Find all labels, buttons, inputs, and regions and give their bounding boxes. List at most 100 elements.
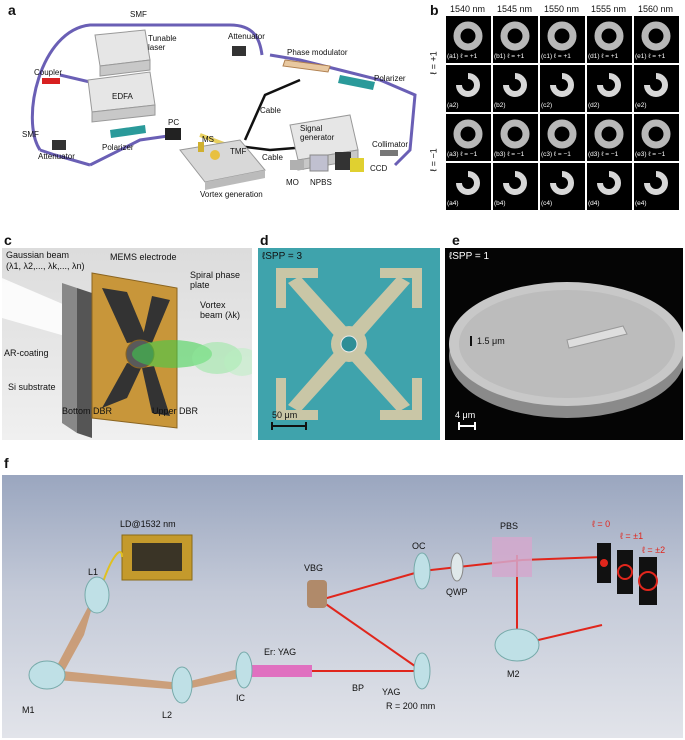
label-bottom-dbr: Bottom DBR (62, 406, 113, 416)
mode-image: (d2) (587, 65, 632, 112)
mode-image: (b3) ℓ = −1 (493, 114, 538, 161)
label-polarizer-right: Polarizer (374, 74, 406, 83)
label-smf-left: SMF (22, 130, 39, 139)
mirror-m2 (494, 628, 540, 662)
label-attenuator-top: Attenuator (228, 32, 265, 41)
mode-image-label: (a1) ℓ = +1 (447, 53, 478, 60)
label-mems-electrode: MEMS electrode (110, 252, 177, 262)
attenuator-left-icon (52, 140, 66, 150)
label-bp: BP (352, 683, 365, 693)
label-cable-top: Cable (260, 106, 281, 115)
mode-image-label: (b4) (494, 200, 506, 207)
mode-image: (e4) (634, 163, 679, 210)
mode-image: (a3) ℓ = −1 (446, 114, 491, 161)
lens-l2 (171, 666, 193, 704)
label-polarizer-left: Polarizer (102, 143, 134, 152)
panel-label-d: d (260, 232, 269, 248)
label-attenuator-left: Attenuator (38, 152, 75, 161)
laser-cavity-diagram (28, 534, 658, 704)
mode-image: (e3) ℓ = −1 (634, 114, 679, 161)
mo-icon (290, 160, 304, 170)
mode-image: (c1) ℓ = +1 (540, 16, 585, 63)
mode-image-label: (e2) (635, 102, 647, 109)
polarizer-left-icon (110, 125, 146, 138)
label-m1: M1 (22, 705, 35, 715)
mode-image-label: (a4) (447, 200, 459, 207)
label-vortex-beam: Vortex beam (λk) (200, 300, 241, 320)
label-signal-generator: Signal generator (300, 124, 335, 142)
mode-image: (a1) ℓ = +1 (446, 16, 491, 63)
row-group-minus: ℓ = −1 (430, 148, 439, 171)
label-collimator: Collimator (372, 140, 409, 149)
setup-diagram-a (30, 23, 417, 190)
panel-label-a: a (8, 2, 16, 18)
mems-micrograph (258, 248, 440, 440)
label-pbs: PBS (500, 521, 519, 531)
mode-image: (d3) ℓ = −1 (587, 114, 632, 161)
vbg-element (307, 580, 327, 608)
lens-l1 (84, 576, 110, 614)
label-npbs: NPBS (310, 178, 332, 187)
label-er-yag: Er: YAG (264, 647, 297, 657)
mode-image-label: (e3) ℓ = −1 (635, 151, 666, 158)
panel-label-f: f (4, 455, 9, 471)
label-yag: YAG (382, 687, 401, 697)
label-vbg: VBG (304, 563, 324, 573)
ccd-body-icon (335, 152, 351, 170)
mode-image-label: (d2) (588, 102, 600, 109)
label-l2: L2 (162, 710, 173, 720)
label-cable-mid: Cable (262, 153, 283, 162)
mems-device-diagram (2, 272, 252, 438)
coupler-icon (42, 78, 60, 84)
label-si-substrate: Si substrate (8, 382, 56, 392)
mode-image: (c3) ℓ = −1 (540, 114, 585, 161)
attenuator-top-icon (232, 46, 246, 56)
mode-image: (b1) ℓ = +1 (493, 16, 538, 63)
mirror-m1 (28, 660, 66, 690)
label-upper-dbr: Upper DBR (152, 406, 199, 416)
column-header: 1545 nm (497, 4, 533, 14)
mode-image-label: (d4) (588, 200, 600, 207)
label-ccd: CCD (370, 164, 388, 173)
mode-image: (e2) (634, 65, 679, 112)
label-ld: LD@1532 nm (120, 519, 176, 529)
mode-image-label: (b2) (494, 102, 506, 109)
mode-image-label: (c1) ℓ = +1 (541, 53, 571, 60)
scale-bar-d: 50 μm (272, 410, 298, 420)
mode-image: (b2) (493, 65, 538, 112)
mode-image: (a4) (446, 163, 491, 210)
mode-image-label: (a3) ℓ = −1 (447, 151, 478, 158)
label-mo: MO (286, 178, 299, 187)
label-mode-2: ℓ = ±2 (642, 545, 666, 555)
mode-image: (a2) (446, 65, 491, 112)
column-header: 1550 nm (544, 4, 580, 14)
label-r: R = 200 mm (386, 701, 436, 711)
label-ms: MS (202, 135, 214, 144)
mode-image-label: (b1) ℓ = +1 (494, 53, 525, 60)
column-header: 1560 nm (638, 4, 674, 14)
mirror-r200 (413, 652, 431, 690)
label-tmf: TMF (230, 147, 247, 156)
er-yag-crystal (252, 665, 312, 677)
pbs-cube (492, 537, 532, 577)
mirror-oc (413, 552, 431, 590)
column-header: 1555 nm (591, 4, 627, 14)
gaussian-beam-shape (2, 278, 72, 338)
label-coupler: Coupler (34, 68, 63, 77)
panel-e-sem: ℓSPP = 1 1.5 μm 4 μm (445, 248, 683, 440)
label-phase-modulator: Phase modulator (287, 48, 348, 57)
mode-image-label: (d3) ℓ = −1 (588, 151, 619, 158)
mode-image: (c4) (540, 163, 585, 210)
label-ic: IC (236, 693, 245, 703)
label-oc: OC (412, 541, 426, 551)
laser-diode (101, 534, 193, 586)
mode-image: (e1) ℓ = +1 (634, 16, 679, 63)
edfa-box (87, 71, 156, 123)
label-gaussian-beam: Gaussian beam (6, 250, 70, 260)
label-mode-0: ℓ = 0 (592, 519, 611, 529)
label-lambdas: (λ1, λ2,..., λk,..., λn) (6, 261, 85, 271)
scale-bar-e: 4 μm (455, 410, 476, 420)
vortex-generation-stage (179, 139, 266, 190)
label-l1: L1 (88, 567, 99, 577)
